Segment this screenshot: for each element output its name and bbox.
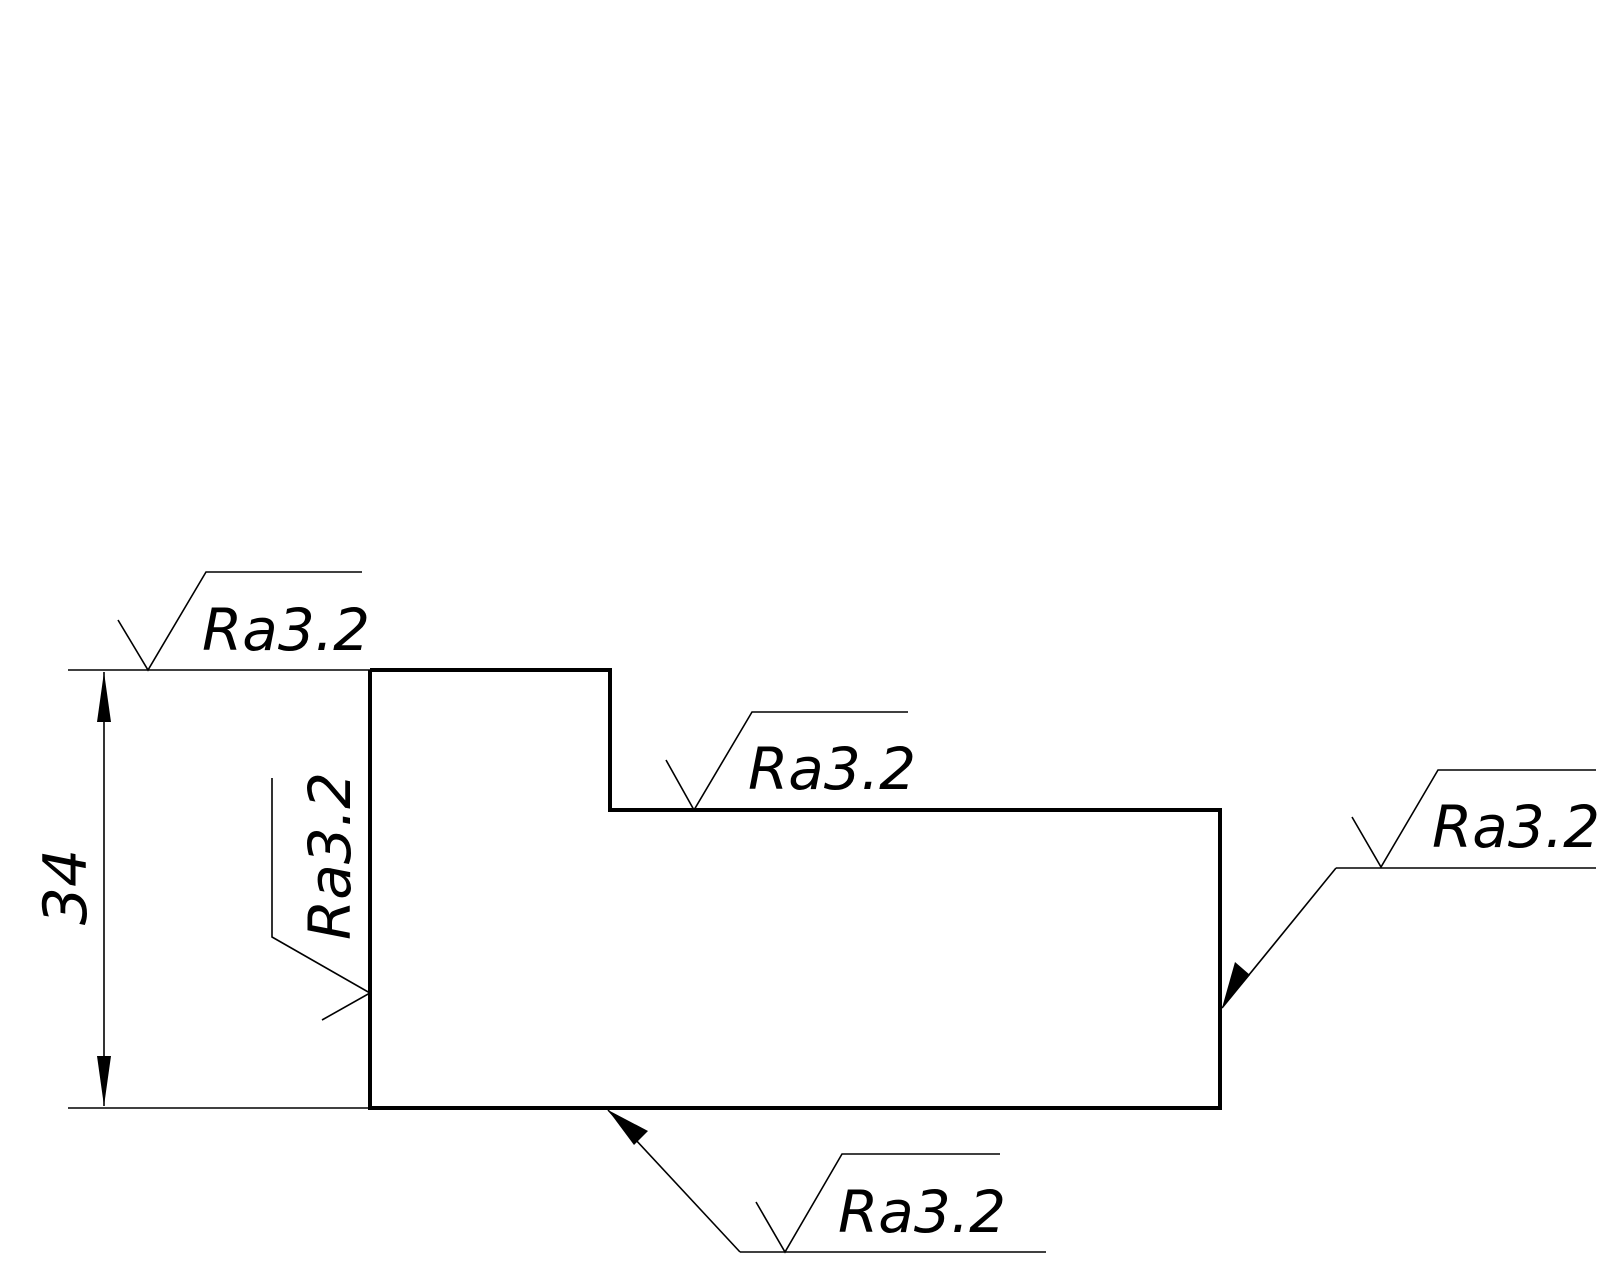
roughness-symbol-bottom: Ra3.2 <box>607 1109 1046 1254</box>
leader-arrow <box>1222 962 1250 1008</box>
dimension-value: 34 <box>31 849 101 925</box>
roughness-symbol-right: Ra3.2 <box>1221 769 1600 1009</box>
roughness-check-mark <box>665 711 908 812</box>
roughness-check-mark <box>1351 769 1596 869</box>
roughness-value-left: Ra3.2 <box>296 772 364 940</box>
roughness-value-top: Ra3.2 <box>202 596 370 664</box>
height-dimension: 34 <box>31 669 370 1109</box>
roughness-value-step: Ra3.2 <box>748 735 916 803</box>
roughness-check-mark <box>271 778 372 1021</box>
roughness-value-bottom: Ra3.2 <box>838 1178 1006 1246</box>
roughness-check-mark <box>755 1153 1000 1254</box>
roughness-symbol-step: Ra3.2 <box>665 711 916 812</box>
leader-arrow <box>608 1110 648 1145</box>
dimension-arrow-top <box>97 672 111 722</box>
dimension-arrow-bottom <box>97 1056 111 1106</box>
roughness-check-mark <box>117 571 362 672</box>
roughness-value-right: Ra3.2 <box>1432 793 1600 861</box>
roughness-symbol-top: Ra3.2 <box>117 571 370 672</box>
roughness-symbol-left: Ra3.2 <box>271 772 372 1021</box>
